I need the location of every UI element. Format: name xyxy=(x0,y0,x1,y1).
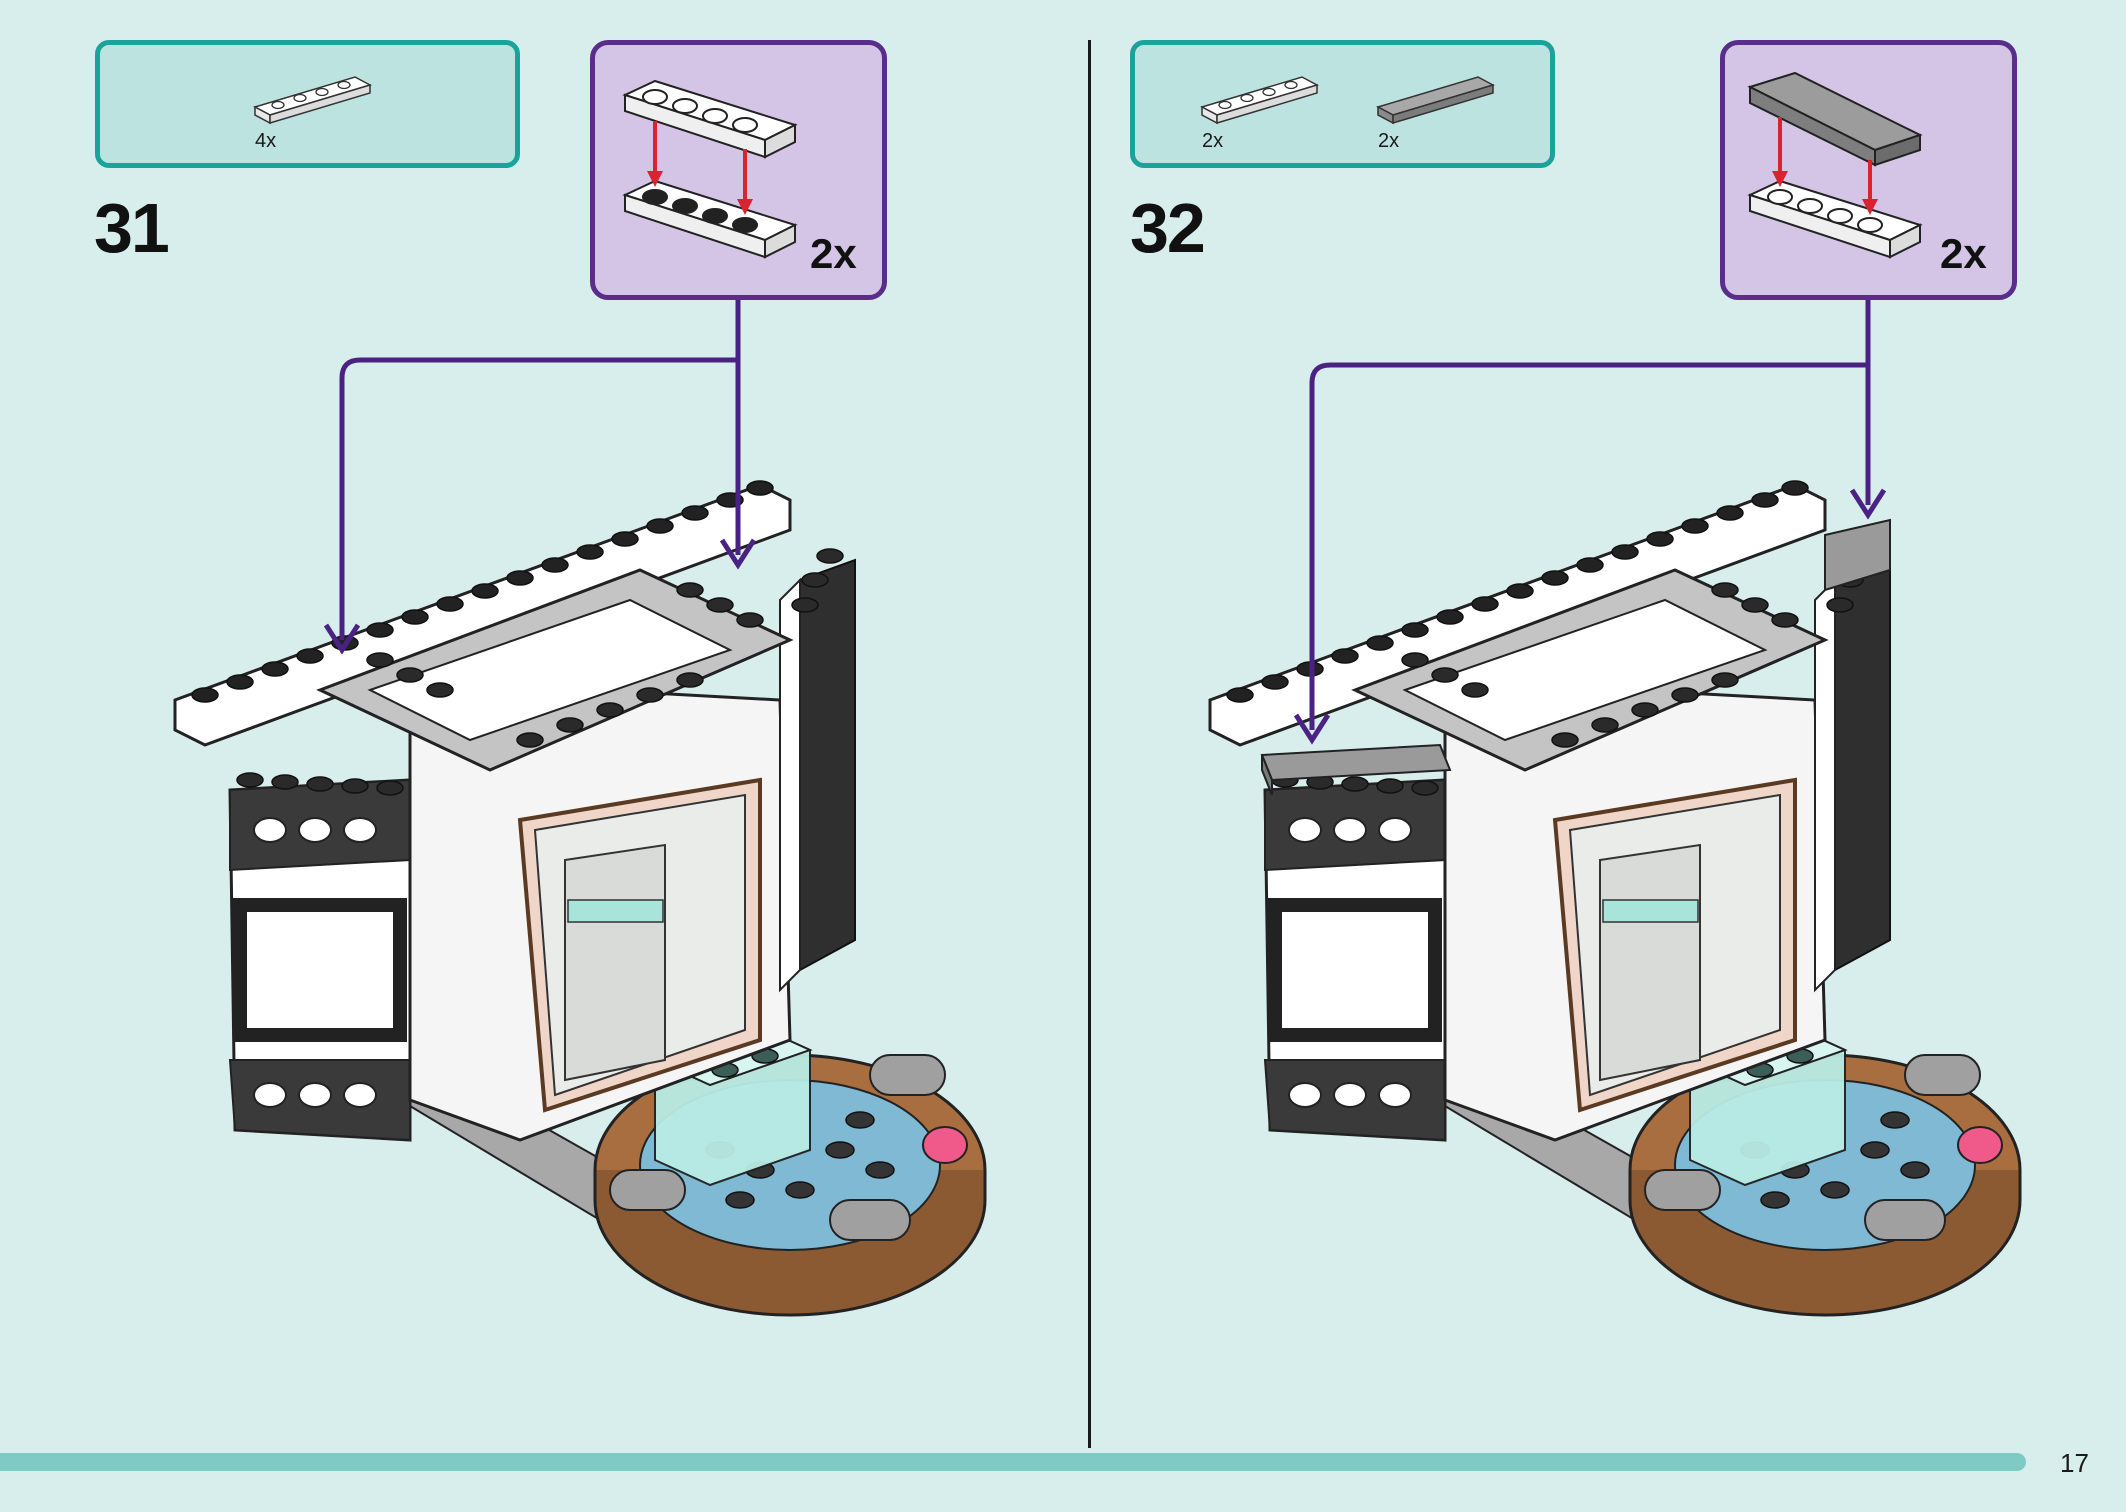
step-31-subassembly-callout: 2x xyxy=(590,40,887,300)
grey-tile-1x4-icon xyxy=(1376,76,1495,125)
step-31-placement-arrows xyxy=(339,300,741,640)
arrow-head xyxy=(1849,488,1887,520)
part-count: 2x xyxy=(1202,130,1224,152)
parts-icons xyxy=(1200,76,1495,125)
white-plate-1x4-icon xyxy=(253,76,372,125)
step-31-parts-list: 4x xyxy=(95,40,520,168)
arrow-head xyxy=(1293,713,1331,745)
arrow-head xyxy=(719,538,757,570)
step-32-parts-list: 2x 2x xyxy=(1130,40,1555,168)
subassembly-multiplier: 2x xyxy=(810,230,857,277)
subassembly-multiplier: 2x xyxy=(1940,230,1987,277)
step-number: 31 xyxy=(94,189,170,267)
page-number: 17 xyxy=(2060,1448,2089,1478)
tile-stacking-diagram xyxy=(1747,71,1923,259)
step-31-model xyxy=(175,481,985,1315)
bottom-progress-bar xyxy=(0,1453,2026,1471)
part-count: 2x xyxy=(1378,130,1400,152)
step-32-model xyxy=(1210,481,2020,1315)
step-number: 32 xyxy=(1130,189,1206,267)
arrow-head xyxy=(323,623,361,655)
step-32-new-tiles xyxy=(1260,518,1891,796)
white-plate-1x4-icon xyxy=(1200,76,1319,125)
part-count: 4x xyxy=(255,130,277,152)
step-32-subassembly-callout: 2x xyxy=(1720,40,2017,300)
step-divider xyxy=(1088,40,1091,1448)
step-32-placement-arrows xyxy=(1309,300,1871,730)
plate-stacking-diagram xyxy=(622,79,798,259)
